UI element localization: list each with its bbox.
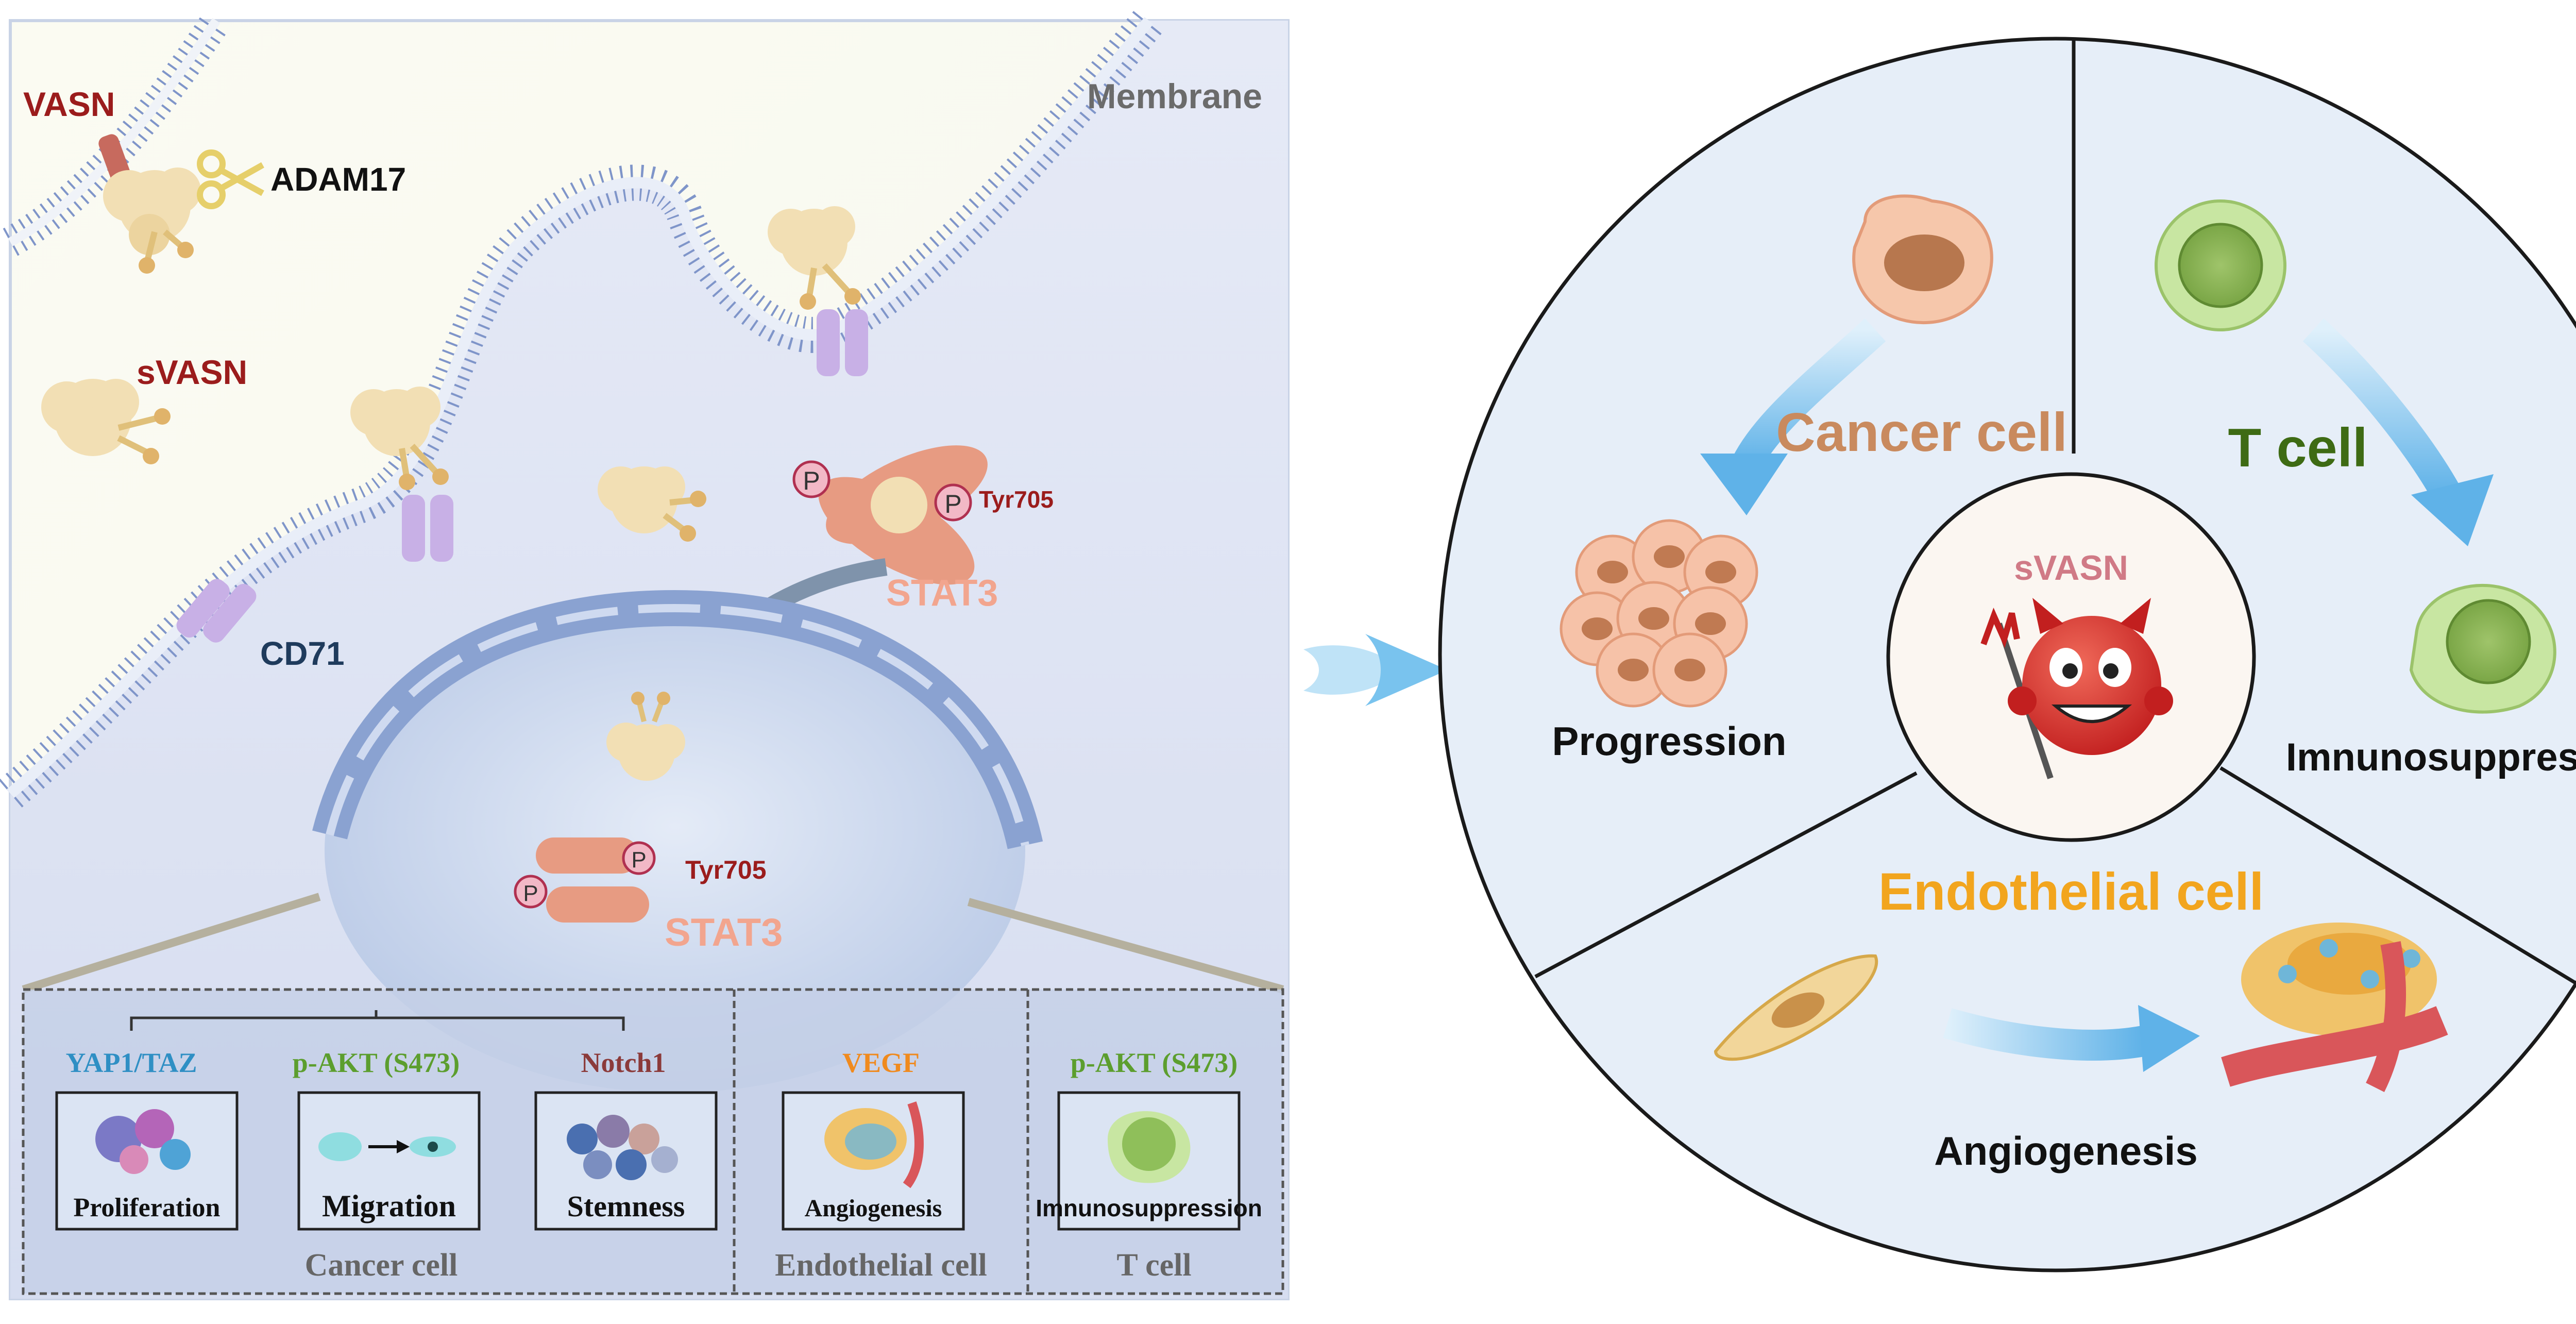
svasn-blob-free xyxy=(41,379,171,464)
marker-p-akt-cancer: p-AKT (S473) xyxy=(293,1047,460,1078)
vasn-label: VASN xyxy=(23,85,115,123)
progression-cluster-icon xyxy=(1560,519,1758,708)
zoom-line-right xyxy=(967,898,1284,994)
zoom-line-left xyxy=(22,893,321,994)
phospho-icon-outer-1: P xyxy=(803,466,820,495)
tcell-icon-small xyxy=(1108,1111,1191,1183)
devil-icon xyxy=(1980,598,2173,779)
tcell-icon-top xyxy=(2155,199,2286,331)
marker-p-akt-tcell: p-AKT (S473) xyxy=(1071,1047,1238,1078)
migration-box xyxy=(297,1091,481,1231)
angiogenesis-label: Angiogenesis xyxy=(1934,1128,2197,1174)
immunosuppression-label: Imnunosuppression xyxy=(2286,735,2576,779)
stat3-inner: P P xyxy=(514,837,656,923)
marker-bracket xyxy=(130,1010,625,1031)
cd71-receptor-2 xyxy=(176,579,257,643)
tcell-label: T cell xyxy=(2228,417,2367,478)
connector-arrow xyxy=(1303,634,1448,706)
cd71-label: CD71 xyxy=(260,635,345,672)
membrane-label: Membrane xyxy=(1087,77,1262,116)
scissors-icon xyxy=(197,149,264,209)
stat3-outer: P P xyxy=(792,445,988,585)
migration-icon xyxy=(318,1132,456,1161)
svasn-blob-membrane-2 xyxy=(768,206,861,310)
tyr705-inner-label: Tyr705 xyxy=(685,856,767,884)
cd71-receptor-1 xyxy=(402,495,453,562)
vasn-blob xyxy=(103,167,201,274)
endothelial-cell-label: Endothelial cell xyxy=(1878,862,2264,921)
tcell-box-label: Imnunosuppression xyxy=(1036,1195,1262,1221)
tyr705-outer-label: Tyr705 xyxy=(979,486,1054,513)
endothelial-footer-label: Endothelial cell xyxy=(775,1248,987,1283)
detail-box: YAP1/TAZ p-AKT (S473) Notch1 Proliferati… xyxy=(22,988,1284,1295)
marker-notch1: Notch1 xyxy=(581,1047,666,1078)
stemness-label: Stemness xyxy=(567,1189,685,1223)
tcell-arrow xyxy=(2302,318,2461,502)
tcell-footer-label: T cell xyxy=(1116,1248,1191,1283)
tcell-icon-suppressed xyxy=(2409,583,2556,714)
proliferation-label: Proliferation xyxy=(74,1193,221,1222)
endothelial-arrow xyxy=(1943,1008,2146,1061)
proliferation-icon xyxy=(95,1109,191,1174)
phospho-icon-outer-2: P xyxy=(944,490,961,518)
left-panel: Membrane VASN ADAM17 sVASN xyxy=(0,9,1290,1300)
phospho-icon-inner-2: P xyxy=(523,881,538,906)
nucleus xyxy=(312,590,1043,1093)
endothelial-cell-icon xyxy=(1714,954,1878,1061)
marker-yap1-taz: YAP1/TAZ xyxy=(65,1047,197,1078)
svasn-blob-nucleus xyxy=(606,692,685,781)
progression-label: Progression xyxy=(1552,718,1786,764)
divider-lower-left xyxy=(1534,771,1918,979)
svasn-blob-cytoplasm xyxy=(598,466,706,542)
stemness-icon xyxy=(567,1115,678,1180)
center-svasn-label: sVASN xyxy=(2014,548,2128,588)
stat3-inner-label: STAT3 xyxy=(665,911,783,954)
right-panel: sVASN Cancer cell xyxy=(1438,37,2576,1272)
stat3-outer-label: STAT3 xyxy=(886,573,998,614)
cancer-cell-label: Cancer cell xyxy=(1776,402,2067,463)
marker-vegf: VEGF xyxy=(842,1047,920,1078)
adam17-label: ADAM17 xyxy=(270,161,406,198)
angiogenesis-icon-small xyxy=(824,1101,924,1188)
cancer-cell-icon xyxy=(1852,194,1993,325)
angiogenesis-icon xyxy=(2221,923,2448,1092)
svasn-label: sVASN xyxy=(137,353,247,391)
svasn-blob-membrane-1 xyxy=(350,387,449,490)
cancer-footer-label: Cancer cell xyxy=(305,1248,458,1283)
divider-lower-right xyxy=(2219,766,2576,985)
endothelial-box-label: Angiogenesis xyxy=(805,1195,942,1222)
cancer-arrow xyxy=(1733,318,1886,471)
cd71-receptor-3 xyxy=(817,309,868,376)
phospho-icon-inner-1: P xyxy=(631,847,646,873)
migration-label: Migration xyxy=(322,1189,456,1223)
